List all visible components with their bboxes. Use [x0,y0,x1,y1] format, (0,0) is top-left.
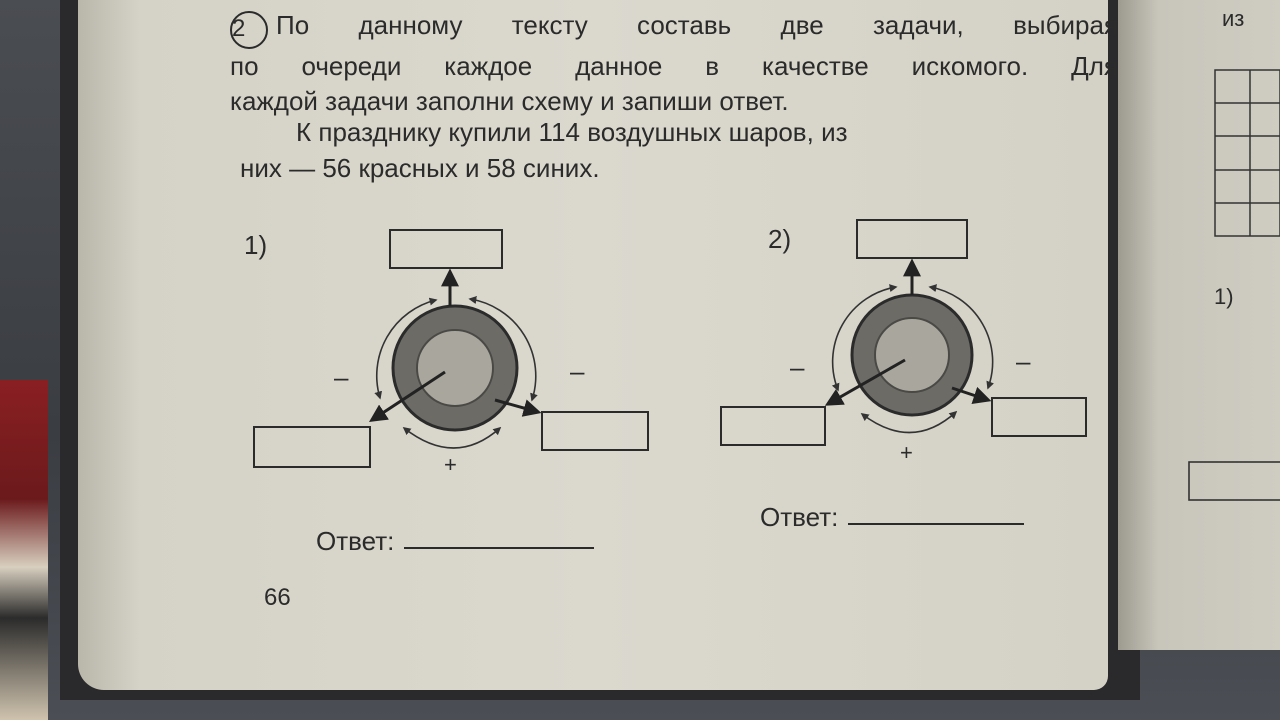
page-number: 66 [264,584,291,611]
condition-line-1: К празднику купили 114 воздушных шаров, … [296,117,848,147]
scheme-2-top-box[interactable] [856,219,968,259]
scheme-2-answer: Ответ: [760,502,1025,533]
scheme-2-minus-right: – [1016,346,1031,376]
condition-line-2: них — 56 красных и 58 синих. [240,153,600,183]
scheme-1-top-box[interactable] [389,229,503,269]
scheme-2-answer-label: Ответ: [760,502,839,532]
scheme-2-right-box[interactable] [991,397,1087,437]
task-condition: К празднику купили 114 воздушных шаров, … [240,114,1110,186]
scheme-1-arc-right [468,296,538,402]
scheme-2-arc-right [928,284,994,390]
right-page-box [1188,461,1280,501]
scheme-2-arc-bottom [860,410,958,434]
scheme-2-arrow-right [951,386,992,404]
scheme-2-label: 2) [768,224,792,254]
scheme-1-answer: Ответ: [316,526,595,557]
next-page [1118,0,1280,650]
scheme-1-arc-left [374,297,438,400]
scheme-1-arrow-right [494,398,542,417]
scheme-1-minus-right: – [570,356,585,386]
scheme-2-minus-left: – [790,352,805,382]
fabric-edge [0,380,48,720]
scheme-2-answer-line[interactable] [848,522,1025,525]
scheme-2 [720,219,1087,446]
scheme-1-right-box[interactable] [541,411,649,451]
scheme-1-label: 1) [244,230,268,260]
scheme-1-answer-line[interactable] [404,546,595,549]
task-line-3: каждой задачи заполни схему и запиши отв… [230,86,789,116]
scheme-2-arc-left [831,284,898,392]
scheme-2-inner-circle [874,317,950,393]
right-page-label: 1) [1214,284,1234,309]
scheme-1-left-box[interactable] [253,426,371,468]
scheme-2-left-box[interactable] [720,406,826,446]
scheme-1-plus: + [444,452,457,477]
scheme-2-plus: + [900,440,913,465]
right-page-top-text: из [1222,6,1245,31]
task-line-2: по очереди каждое данное в качестве иско… [230,51,1118,81]
task-number-badge: 2 [230,11,268,49]
scheme-1-arc-bottom [402,426,502,449]
scheme-1-inner-circle [416,329,494,407]
scheme-1 [253,229,649,468]
scheme-1-minus-left: – [334,362,349,392]
scheme-1-answer-label: Ответ: [316,526,395,556]
right-page-grid [1214,69,1280,237]
